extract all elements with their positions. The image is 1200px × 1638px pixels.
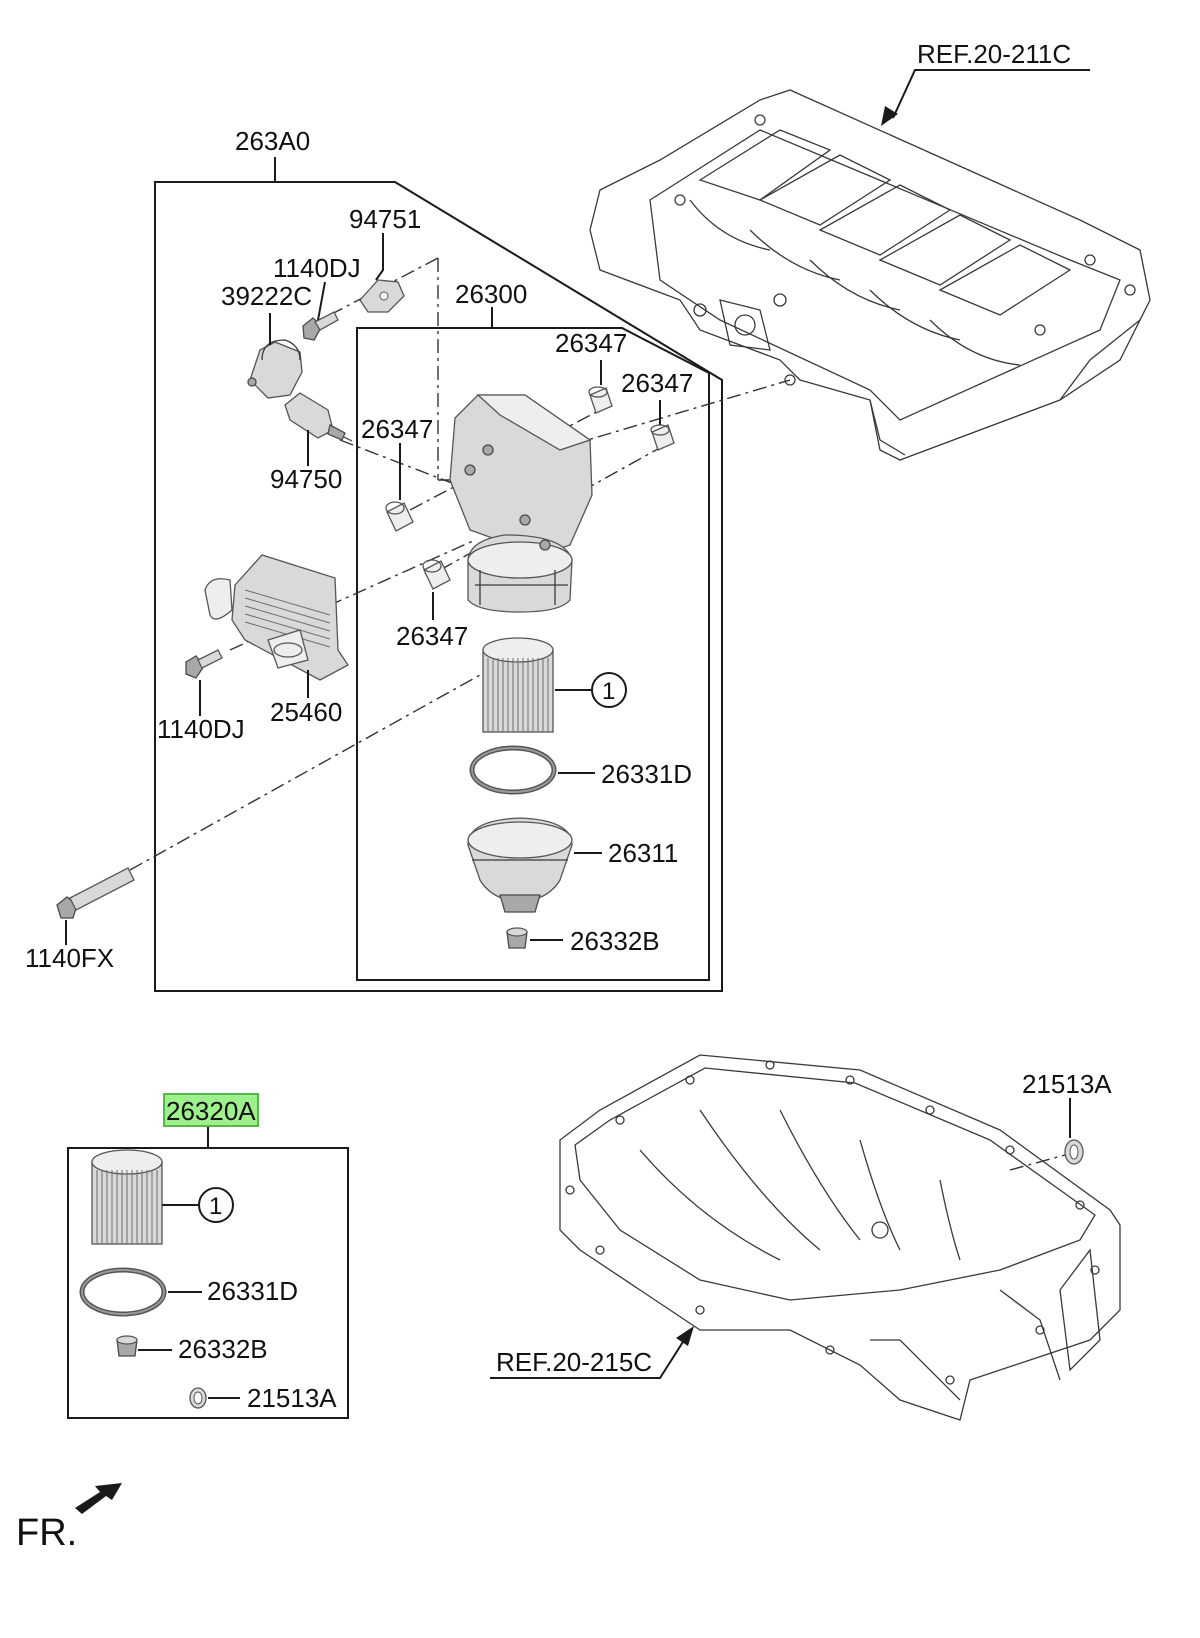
oil-cooler-illustration[interactable] bbox=[204, 554, 349, 681]
long-bolt-illustration[interactable] bbox=[56, 867, 135, 919]
bracket-label[interactable]: 94751 bbox=[349, 204, 421, 234]
element-ref-circle[interactable] bbox=[591, 672, 627, 708]
element-ref-number: 1 bbox=[602, 678, 615, 705]
lower-bolt-label[interactable]: 1140DJ bbox=[157, 714, 245, 744]
drain-plug-illustration[interactable] bbox=[506, 927, 528, 949]
service-kit-label[interactable]: 26320A bbox=[166, 1096, 256, 1126]
pan-washer-label[interactable]: 21513A bbox=[1022, 1069, 1112, 1099]
ref-block-arrowhead bbox=[881, 106, 898, 126]
service-kit-highlight[interactable] bbox=[163, 1093, 259, 1127]
kit-washer-illustration[interactable] bbox=[189, 1387, 207, 1409]
module-assembly-label[interactable]: 263A0 bbox=[235, 126, 310, 156]
front-direction-label: FR. bbox=[16, 1512, 77, 1554]
ref-pan-label[interactable]: REF.20-215C bbox=[496, 1347, 652, 1377]
oil-pan-illustration[interactable] bbox=[559, 1054, 1121, 1421]
oring-label-right[interactable]: 26347 bbox=[621, 368, 693, 398]
cap-gasket-label[interactable]: 26331D bbox=[601, 759, 692, 789]
pan-washer-illustration[interactable] bbox=[1064, 1139, 1084, 1165]
oring-right-illustration[interactable] bbox=[650, 424, 675, 451]
kit-gasket-illustration[interactable] bbox=[79, 1267, 167, 1317]
upper-bolt-label[interactable]: 1140DJ bbox=[273, 253, 361, 283]
kit-gasket-label[interactable]: 26331D bbox=[207, 1276, 298, 1306]
oring-left-illustration[interactable] bbox=[385, 501, 414, 532]
filter-housing-illustration[interactable] bbox=[449, 394, 593, 613]
housing-assembly-label[interactable]: 26300 bbox=[455, 279, 527, 309]
housing-assembly-frame bbox=[356, 327, 710, 981]
oring-label-lower[interactable]: 26347 bbox=[396, 621, 468, 651]
pan-washer-centerline bbox=[1009, 1154, 1066, 1171]
oring-label-top[interactable]: 26347 bbox=[555, 328, 627, 358]
kit-washer-label[interactable]: 21513A bbox=[247, 1383, 337, 1413]
engine-block-illustration[interactable] bbox=[589, 89, 1151, 461]
filter-element-illustration[interactable] bbox=[482, 637, 554, 733]
connector-illustration[interactable] bbox=[247, 339, 303, 399]
kit-drain-plug-illustration[interactable] bbox=[116, 1335, 138, 1357]
ref-block-label[interactable]: REF.20-211C bbox=[917, 39, 1071, 69]
oring-label-left[interactable]: 26347 bbox=[361, 414, 433, 444]
kit-plug-label[interactable]: 26332B bbox=[178, 1334, 268, 1364]
lower-bolt-illustration[interactable] bbox=[185, 649, 223, 679]
cap-label[interactable]: 26311 bbox=[608, 838, 678, 868]
ref-pan-arrowhead bbox=[676, 1326, 694, 1346]
front-arrow-icon bbox=[75, 1483, 122, 1514]
filter-cap-illustration[interactable] bbox=[467, 817, 573, 913]
upper-bolt-illustration[interactable] bbox=[302, 311, 339, 341]
oring-lower-illustration[interactable] bbox=[422, 559, 451, 590]
sensor-label[interactable]: 94750 bbox=[270, 464, 342, 494]
long-bolt-label[interactable]: 1140FX bbox=[25, 943, 114, 973]
cooler-label[interactable]: 25460 bbox=[270, 697, 342, 727]
cap-gasket-illustration[interactable] bbox=[469, 745, 557, 795]
bracket-illustration[interactable] bbox=[359, 279, 405, 313]
sensor-illustration[interactable] bbox=[284, 392, 353, 442]
kit-filter-element-illustration[interactable] bbox=[91, 1149, 163, 1245]
connector-label[interactable]: 39222C bbox=[221, 281, 312, 311]
leader-lines bbox=[65, 69, 1090, 1379]
oring-upper-right-illustration[interactable] bbox=[588, 386, 613, 414]
drain-plug-label[interactable]: 26332B bbox=[570, 926, 660, 956]
kit-element-ref-number: 1 bbox=[209, 1193, 222, 1220]
kit-element-ref-circle[interactable] bbox=[198, 1187, 234, 1223]
